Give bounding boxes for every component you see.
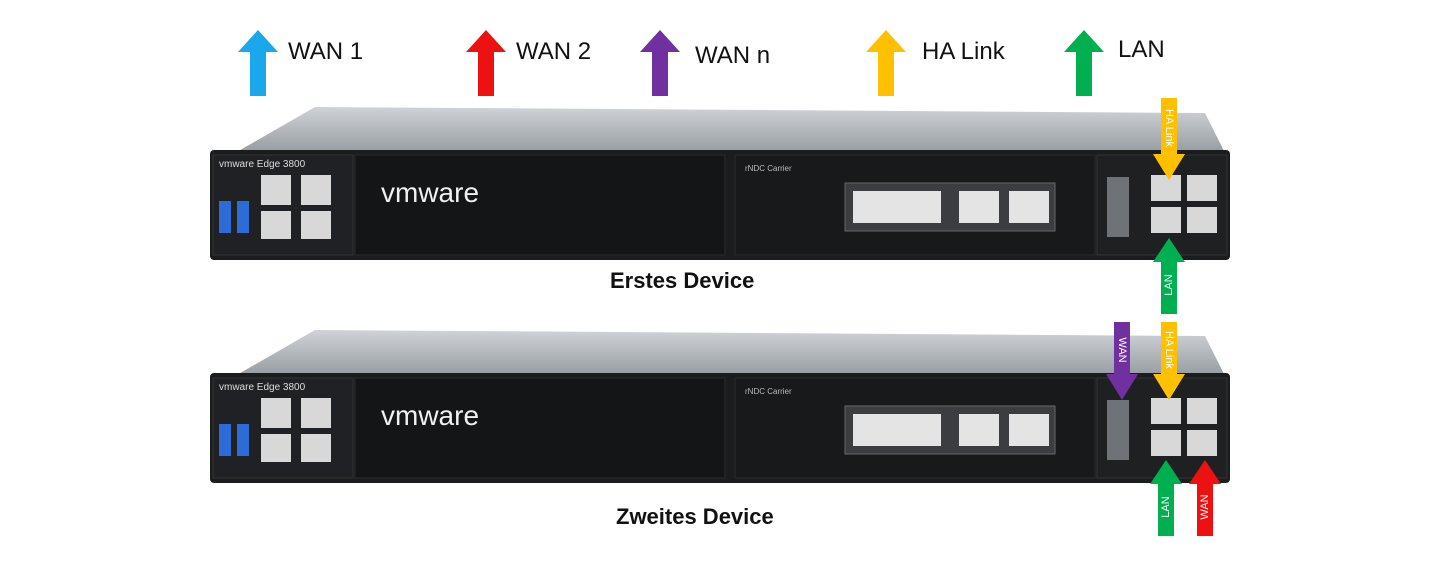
rj45-port [959, 191, 999, 223]
arrow-up-icon [1064, 30, 1104, 96]
rj45-port [301, 211, 331, 239]
arrow-label: WAN [1116, 337, 1128, 363]
model-label: vmware Edge 3800 [219, 159, 306, 170]
sfp-module [853, 191, 941, 223]
device-second: vmware Edge 3800 vmware rNDC Carrier [205, 328, 1235, 488]
legend-item-ha-link: HA Link [866, 30, 1005, 96]
lan-arrow-second: LAN [1150, 460, 1182, 536]
legend-label: LAN [1118, 36, 1165, 63]
legend-label: HA Link [922, 38, 1005, 65]
port-ge3 [1187, 398, 1217, 424]
legend-item-wann: WAN n [640, 30, 770, 96]
rj45-port [1009, 191, 1049, 223]
vendor-logo: vmware [381, 400, 479, 431]
rj45-port [959, 414, 999, 446]
legend-label: WAN 2 [516, 38, 592, 65]
carrier-label: rNDC Carrier [745, 164, 792, 173]
arrow-up-icon [866, 30, 906, 96]
arrow-label: WAN [1199, 494, 1211, 520]
arrow-up-icon [466, 30, 506, 96]
arrow-label: HA Link [1163, 331, 1175, 370]
arrow-up-icon [1153, 238, 1185, 314]
ha-link-arrow-first: HA Link [1153, 98, 1185, 180]
sfp-port [1107, 177, 1129, 237]
port-ge1 [1151, 398, 1181, 424]
device-caption-second: Zweites Device [616, 504, 774, 529]
sfp-module [853, 414, 941, 446]
ha-link-arrow-second: HA Link [1153, 322, 1185, 400]
port-ge3 [1187, 175, 1217, 201]
rj45-port [301, 175, 331, 205]
legend-item-lan: LAN [1064, 30, 1165, 96]
usb-port [237, 201, 249, 233]
vendor-logo: vmware [381, 177, 479, 208]
arrow-label: LAN [1163, 274, 1175, 296]
arrow-down-icon [1153, 98, 1185, 180]
device-chassis: vmware Edge 3800 vmware rNDC Carrier [210, 107, 1230, 260]
port-ge2 [1151, 430, 1181, 456]
model-label: vmware Edge 3800 [219, 382, 306, 393]
port-ge1 [1151, 175, 1181, 201]
arrow-up-icon [1189, 460, 1221, 536]
carrier-label: rNDC Carrier [745, 387, 792, 396]
legend-item-wan2: WAN 2 [466, 30, 591, 96]
usb-port [219, 424, 231, 456]
arrow-down-icon [640, 30, 680, 96]
legend-label: WAN n [695, 42, 771, 69]
arrow-up-icon [1150, 460, 1182, 536]
sfp-port [1107, 400, 1129, 460]
wan-arrow-second-top: WAN [1106, 322, 1138, 400]
device-caption-first: Erstes Device [610, 268, 755, 293]
rj45-port [261, 211, 291, 239]
port-ge4 [1187, 207, 1217, 233]
arrow-down-icon [1153, 322, 1185, 400]
rj45-port [261, 175, 291, 205]
rj45-port [261, 398, 291, 428]
legend-item-wan1: WAN 1 [238, 30, 363, 96]
port-ge2 [1151, 207, 1181, 233]
wan-arrow-second-bottom: WAN [1189, 460, 1221, 536]
rj45-port [261, 434, 291, 462]
legend-label: WAN 1 [288, 38, 364, 65]
device-chassis: vmware Edge 3800 vmware rNDC Carrier [210, 330, 1230, 483]
arrow-label: LAN [1160, 496, 1172, 518]
usb-port [219, 201, 231, 233]
rj45-port [301, 434, 331, 462]
port-ge4 [1187, 430, 1217, 456]
arrow-up-icon [238, 30, 278, 96]
usb-port [237, 424, 249, 456]
arrow-down-icon [1106, 322, 1138, 400]
rj45-port [301, 398, 331, 428]
lan-arrow-first: LAN [1153, 238, 1185, 314]
rj45-port [1009, 414, 1049, 446]
arrow-label: HA Link [1163, 108, 1175, 147]
device-first: vmware Edge 3800 vmware rNDC Carrier [205, 105, 1235, 265]
